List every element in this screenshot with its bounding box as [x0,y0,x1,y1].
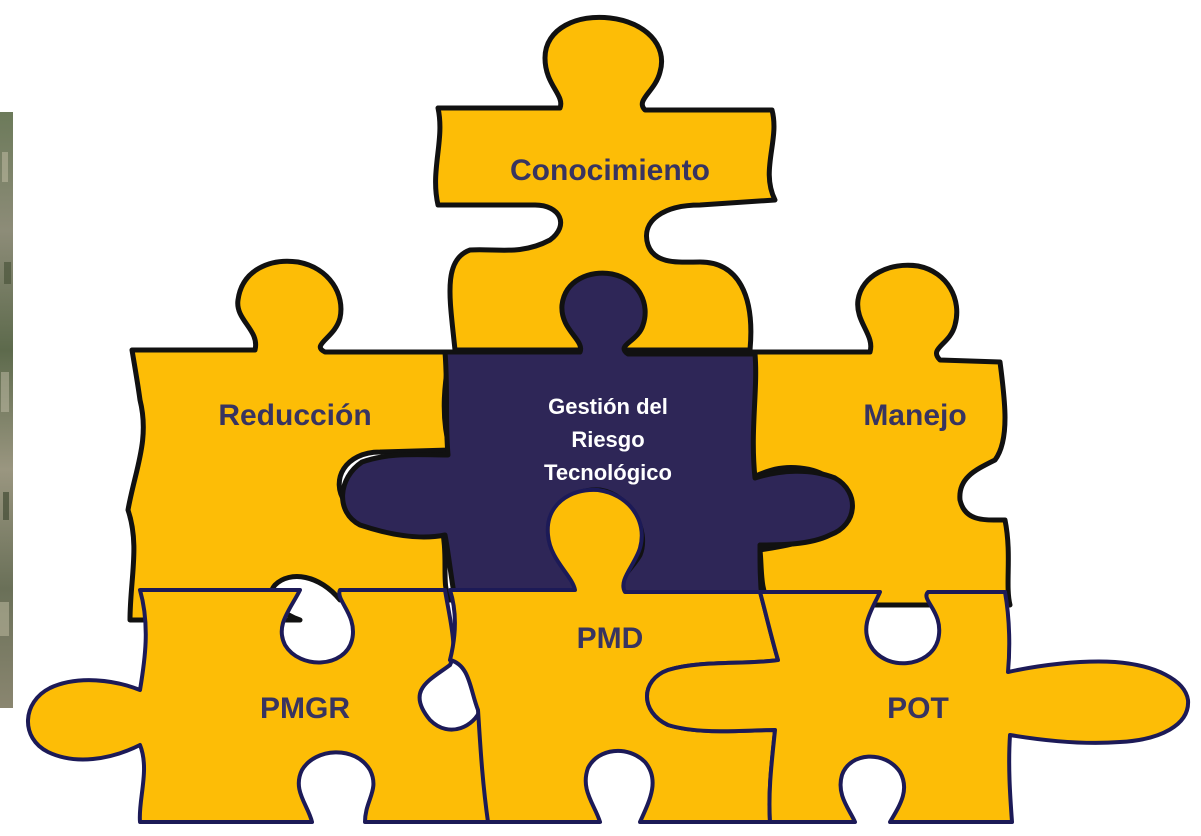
cropped-photo-strip [0,112,13,708]
piece-top [433,14,778,353]
piece-right [742,262,1013,608]
piece-bottom-right [645,590,1191,824]
piece-left [125,258,453,623]
piece-bottom-left [26,588,492,824]
